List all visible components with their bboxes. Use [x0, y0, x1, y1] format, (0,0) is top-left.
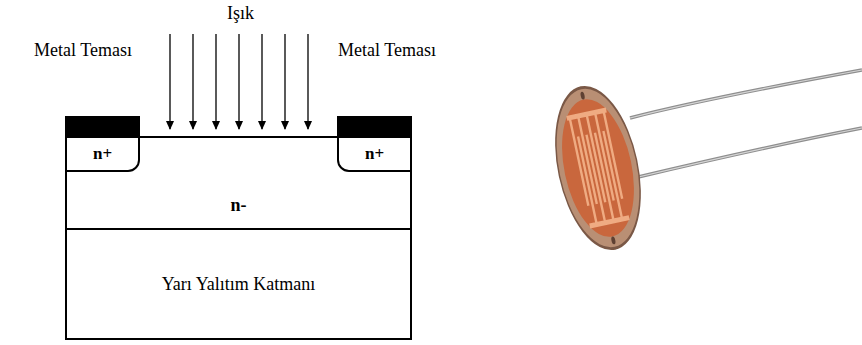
lead-wire	[630, 70, 862, 118]
ldr-hole	[611, 236, 616, 245]
light-arrow	[307, 34, 308, 129]
lead-wire-highlight	[634, 128, 862, 178]
layer-label: n+	[93, 144, 112, 164]
light-arrow	[169, 34, 170, 129]
ldr-hole	[580, 91, 585, 100]
layer-label: Yarı Yalıtım Katmanı	[162, 274, 316, 295]
light-arrow	[215, 34, 216, 129]
ldr-disc	[542, 80, 653, 257]
lead-wire-highlight	[630, 70, 862, 118]
light-label: Işık	[227, 3, 254, 24]
semiconductor-layer: n+	[65, 136, 140, 172]
metal-contact: Metal Teması	[337, 116, 412, 136]
ldr-rim	[542, 80, 653, 257]
semiconductor-layer: n+	[337, 136, 412, 172]
light-arrow	[284, 34, 285, 129]
ldr-electrodes	[567, 110, 629, 226]
lead-wire	[634, 128, 862, 178]
semiconductor-layer: n-n+ n+	[65, 136, 412, 230]
metal-contact: Metal Teması	[65, 116, 140, 136]
light-arrow	[192, 34, 193, 129]
layer-label: n-	[230, 195, 246, 216]
contact-label: Metal Teması	[34, 40, 132, 61]
light-arrow	[261, 34, 262, 129]
ldr-photo	[542, 70, 862, 256]
semiconductor-layer: Yarı Yalıtım Katmanı	[65, 228, 412, 340]
light-arrow	[238, 34, 239, 129]
layer-label: n+	[365, 144, 384, 164]
contact-label: Metal Teması	[338, 40, 436, 61]
ldr-face	[551, 93, 646, 244]
light-arrows	[170, 34, 308, 129]
